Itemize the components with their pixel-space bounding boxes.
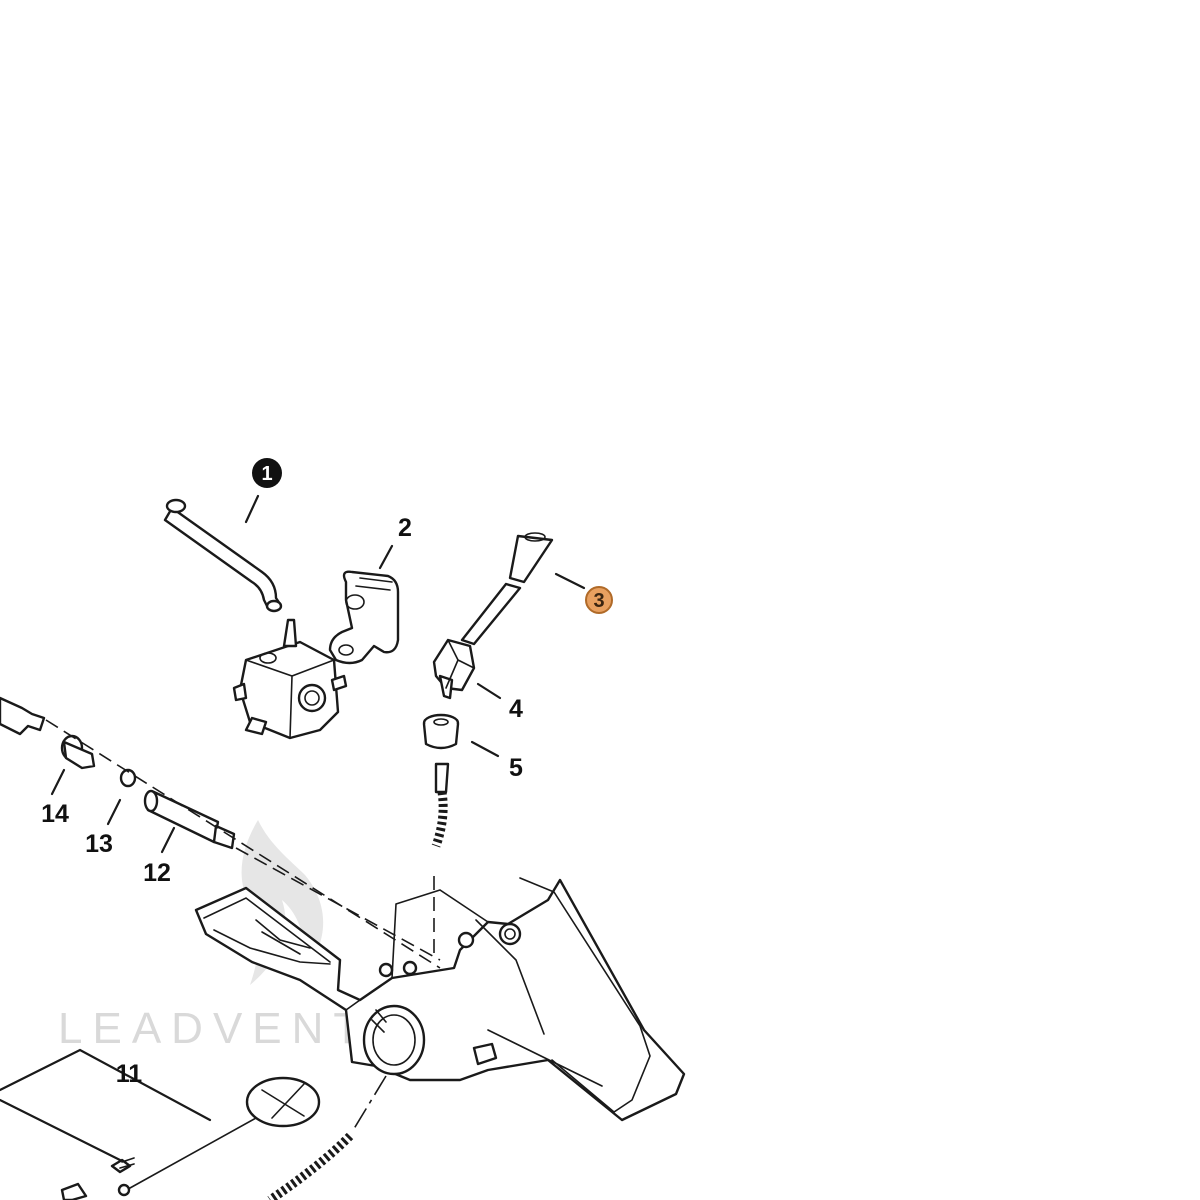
part-1-fuel-hose[interactable] <box>163 498 283 613</box>
callout-1-badge[interactable]: 1 <box>252 458 282 488</box>
callout-14-label[interactable]: 14 <box>41 800 69 828</box>
pickup-hose[interactable] <box>431 762 450 848</box>
callout-12-label[interactable]: 12 <box>143 859 171 887</box>
callout-11-label[interactable]: 11 <box>116 1060 143 1088</box>
part-5-grommet[interactable] <box>422 713 460 750</box>
callout-1-label: 1 <box>261 463 272 485</box>
callout-4-label[interactable]: 4 <box>509 695 523 723</box>
tank-housing[interactable] <box>194 877 686 1122</box>
part-11-filler-cap-assembly[interactable] <box>0 1048 354 1200</box>
callout-3-label: 3 <box>593 590 604 612</box>
callout-2-label[interactable]: 2 <box>398 514 412 542</box>
callout-13-label[interactable]: 13 <box>85 830 113 858</box>
carburetor[interactable] <box>232 618 348 740</box>
part-4-fitting[interactable] <box>432 638 476 700</box>
part-12-sleeve[interactable] <box>143 789 236 850</box>
leader-lines <box>50 494 586 854</box>
part-3-hose[interactable] <box>460 532 554 646</box>
part-14-nipple[interactable] <box>0 696 96 770</box>
callout-3-badge-highlighted[interactable]: 3 <box>585 586 613 614</box>
part-2-elbow-connector[interactable] <box>328 570 400 665</box>
callout-5-label[interactable]: 5 <box>509 754 523 782</box>
part-13-ring[interactable] <box>119 768 137 788</box>
assembly-lines <box>45 719 441 1133</box>
